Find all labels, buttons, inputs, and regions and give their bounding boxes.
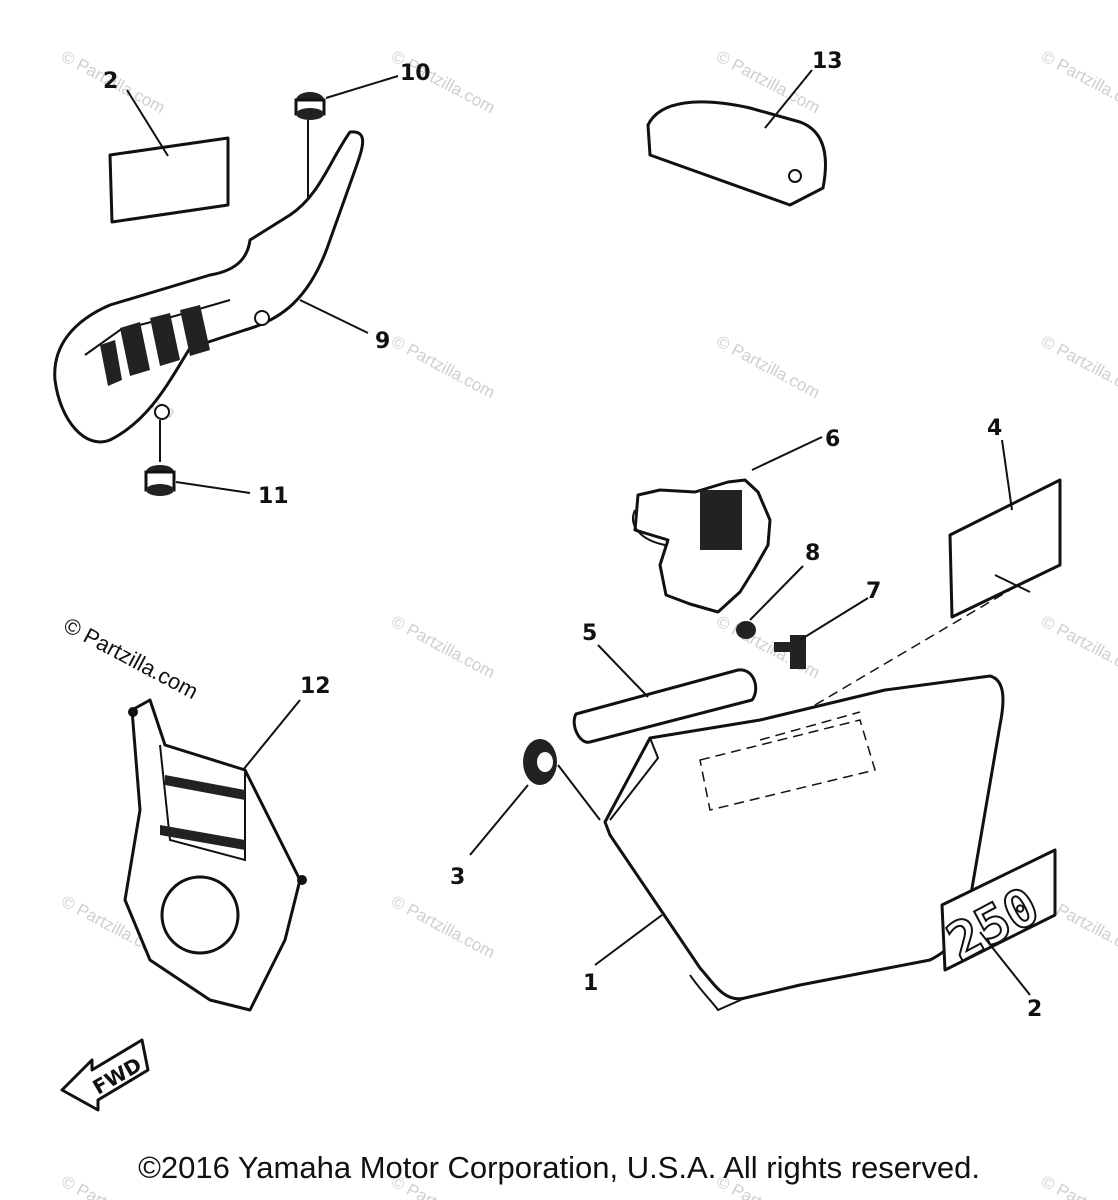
watermark: © Partzilla.com: [388, 892, 498, 963]
fwd-arrow: FWD: [60, 1038, 150, 1112]
callout-2-bottom: 2: [1027, 997, 1042, 1022]
callout-12: 12: [300, 674, 331, 699]
callout-8: 8: [805, 541, 820, 566]
watermark: © Partzilla.com: [713, 332, 823, 403]
callout-10: 10: [400, 61, 431, 86]
part-10-grommet: [294, 75, 399, 200]
part-6-bracket: [632, 436, 823, 614]
watermark: © Partzilla.com: [388, 612, 498, 683]
part-13-pad: [646, 69, 827, 207]
part-11-grommet: [144, 465, 251, 496]
callout-9: 9: [375, 329, 390, 354]
watermark-prominent: © Partzilla.com: [60, 612, 203, 704]
part-9-cover: [53, 130, 369, 462]
part-12-chain-cover: [123, 698, 307, 1012]
callout-13: 13: [812, 49, 843, 74]
callout-7: 7: [866, 579, 881, 604]
watermark: © Partzilla.com: [1038, 612, 1118, 683]
part-3-grommet: [469, 739, 601, 856]
part-8-washer: [736, 565, 804, 639]
callout-11: 11: [258, 484, 289, 509]
callouts: 2 10 13 9 11 6 4 8 7 5 12 3 1 2: [103, 49, 1042, 1022]
callout-6: 6: [825, 427, 840, 452]
watermark: © Partzilla.com: [1038, 332, 1118, 403]
callout-3: 3: [450, 865, 465, 890]
callout-4: 4: [987, 416, 1002, 441]
part-7-bolt: [774, 597, 869, 669]
watermark: © Partzilla.com: [1038, 47, 1118, 118]
part-5-tube: [572, 644, 758, 744]
copyright-notice: ©2016 Yamaha Motor Corporation, U.S.A. A…: [138, 1150, 980, 1185]
callout-1: 1: [583, 971, 598, 996]
callout-2-top: 2: [103, 69, 118, 94]
watermark: © Partzilla.com: [388, 332, 498, 403]
part-2-decal: [108, 89, 230, 224]
callout-5: 5: [582, 621, 597, 646]
part-4-decal: [948, 439, 1062, 619]
